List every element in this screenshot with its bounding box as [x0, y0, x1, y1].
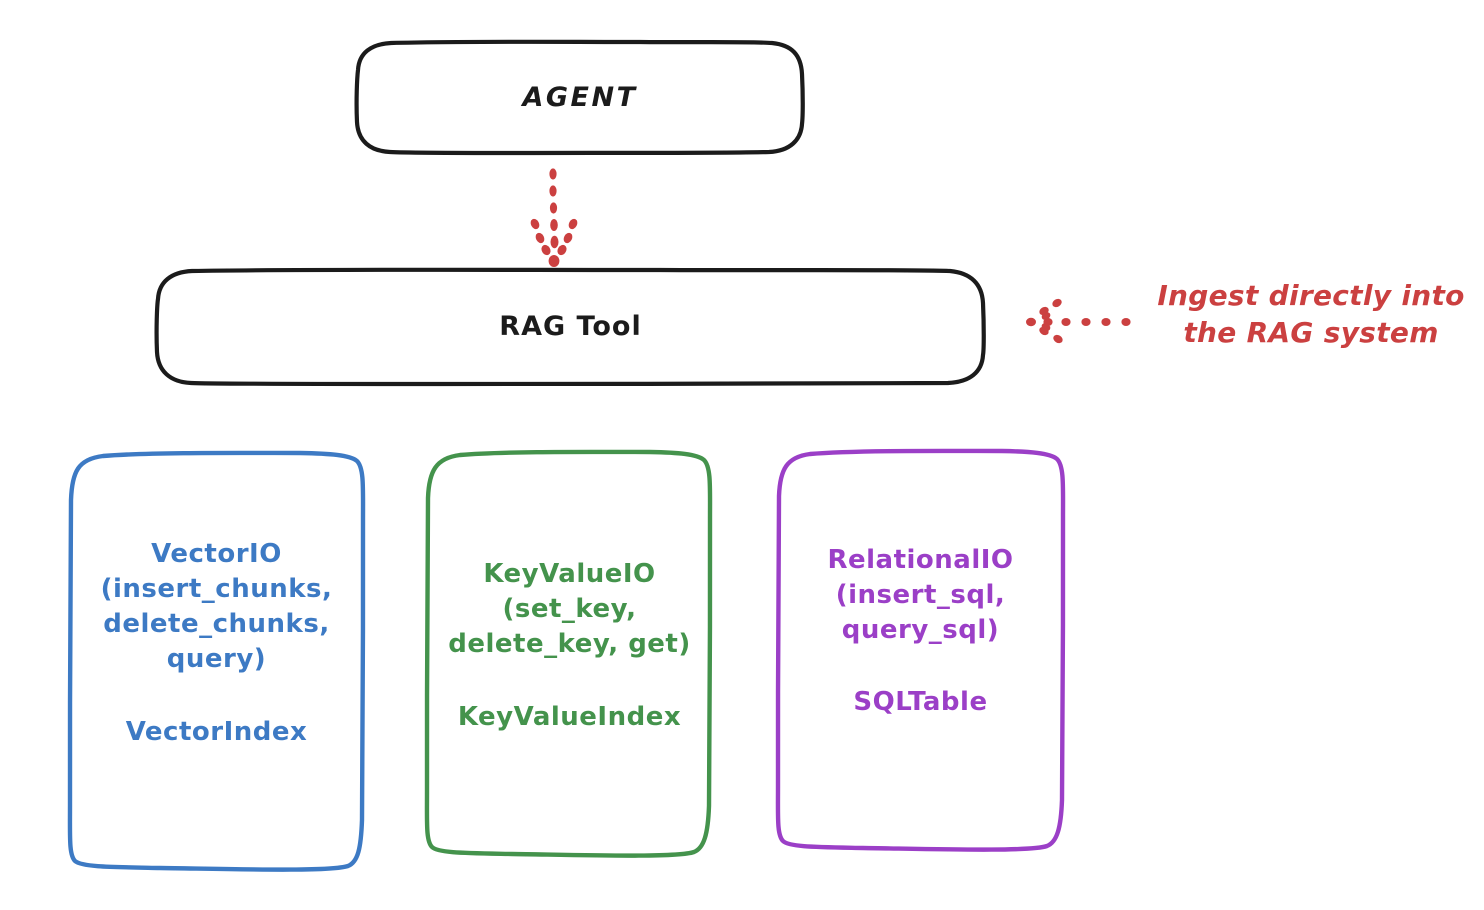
- agent-label: AGENT: [522, 81, 638, 113]
- agent-to-rag-tool-arrow-icon: [530, 168, 578, 267]
- rag-tool-node[interactable]: RAG Tool: [157, 270, 984, 383]
- key-value-io-content: KeyValueIO (set_key, delete_key, get) Ke…: [428, 557, 711, 734]
- key-value-io-box-outline[interactable]: [424, 449, 713, 858]
- key-value-index-label: KeyValueIndex: [457, 701, 682, 732]
- vector-io-node[interactable]: VectorIO (insert_chunks, delete_chunks, …: [70, 450, 363, 869]
- agent-node[interactable]: AGENT: [357, 42, 803, 153]
- ingest-annotation-label: Ingest directly into the RAG system: [1157, 279, 1465, 349]
- relational-io-box-outline[interactable]: [775, 448, 1066, 852]
- relational-io-node[interactable]: RelationalIO (insert_sql, query_sql) SQL…: [778, 450, 1063, 849]
- rag-tool-box-outline[interactable]: [154, 267, 986, 387]
- relational-io-label: RelationalIO (insert_sql, query_sql): [827, 544, 1014, 645]
- relational-io-content: RelationalIO (insert_sql, query_sql) SQL…: [778, 543, 1063, 720]
- vector-io-content: VectorIO (insert_chunks, delete_chunks, …: [70, 537, 363, 749]
- rag-tool-label: RAG Tool: [499, 310, 642, 342]
- key-value-io-node[interactable]: KeyValueIO (set_key, delete_key, get) Ke…: [428, 450, 711, 854]
- vector-io-label: VectorIO (insert_chunks, delete_chunks, …: [100, 539, 333, 674]
- key-value-io-label: KeyValueIO (set_key, delete_key, get): [448, 559, 691, 659]
- agent-box-outline[interactable]: [354, 39, 805, 156]
- vector-io-box-outline[interactable]: [67, 450, 366, 872]
- vector-index-label: VectorIndex: [125, 716, 308, 747]
- ingest-arrow-icon: [1026, 298, 1131, 344]
- sql-table-label: SQLTable: [853, 687, 988, 718]
